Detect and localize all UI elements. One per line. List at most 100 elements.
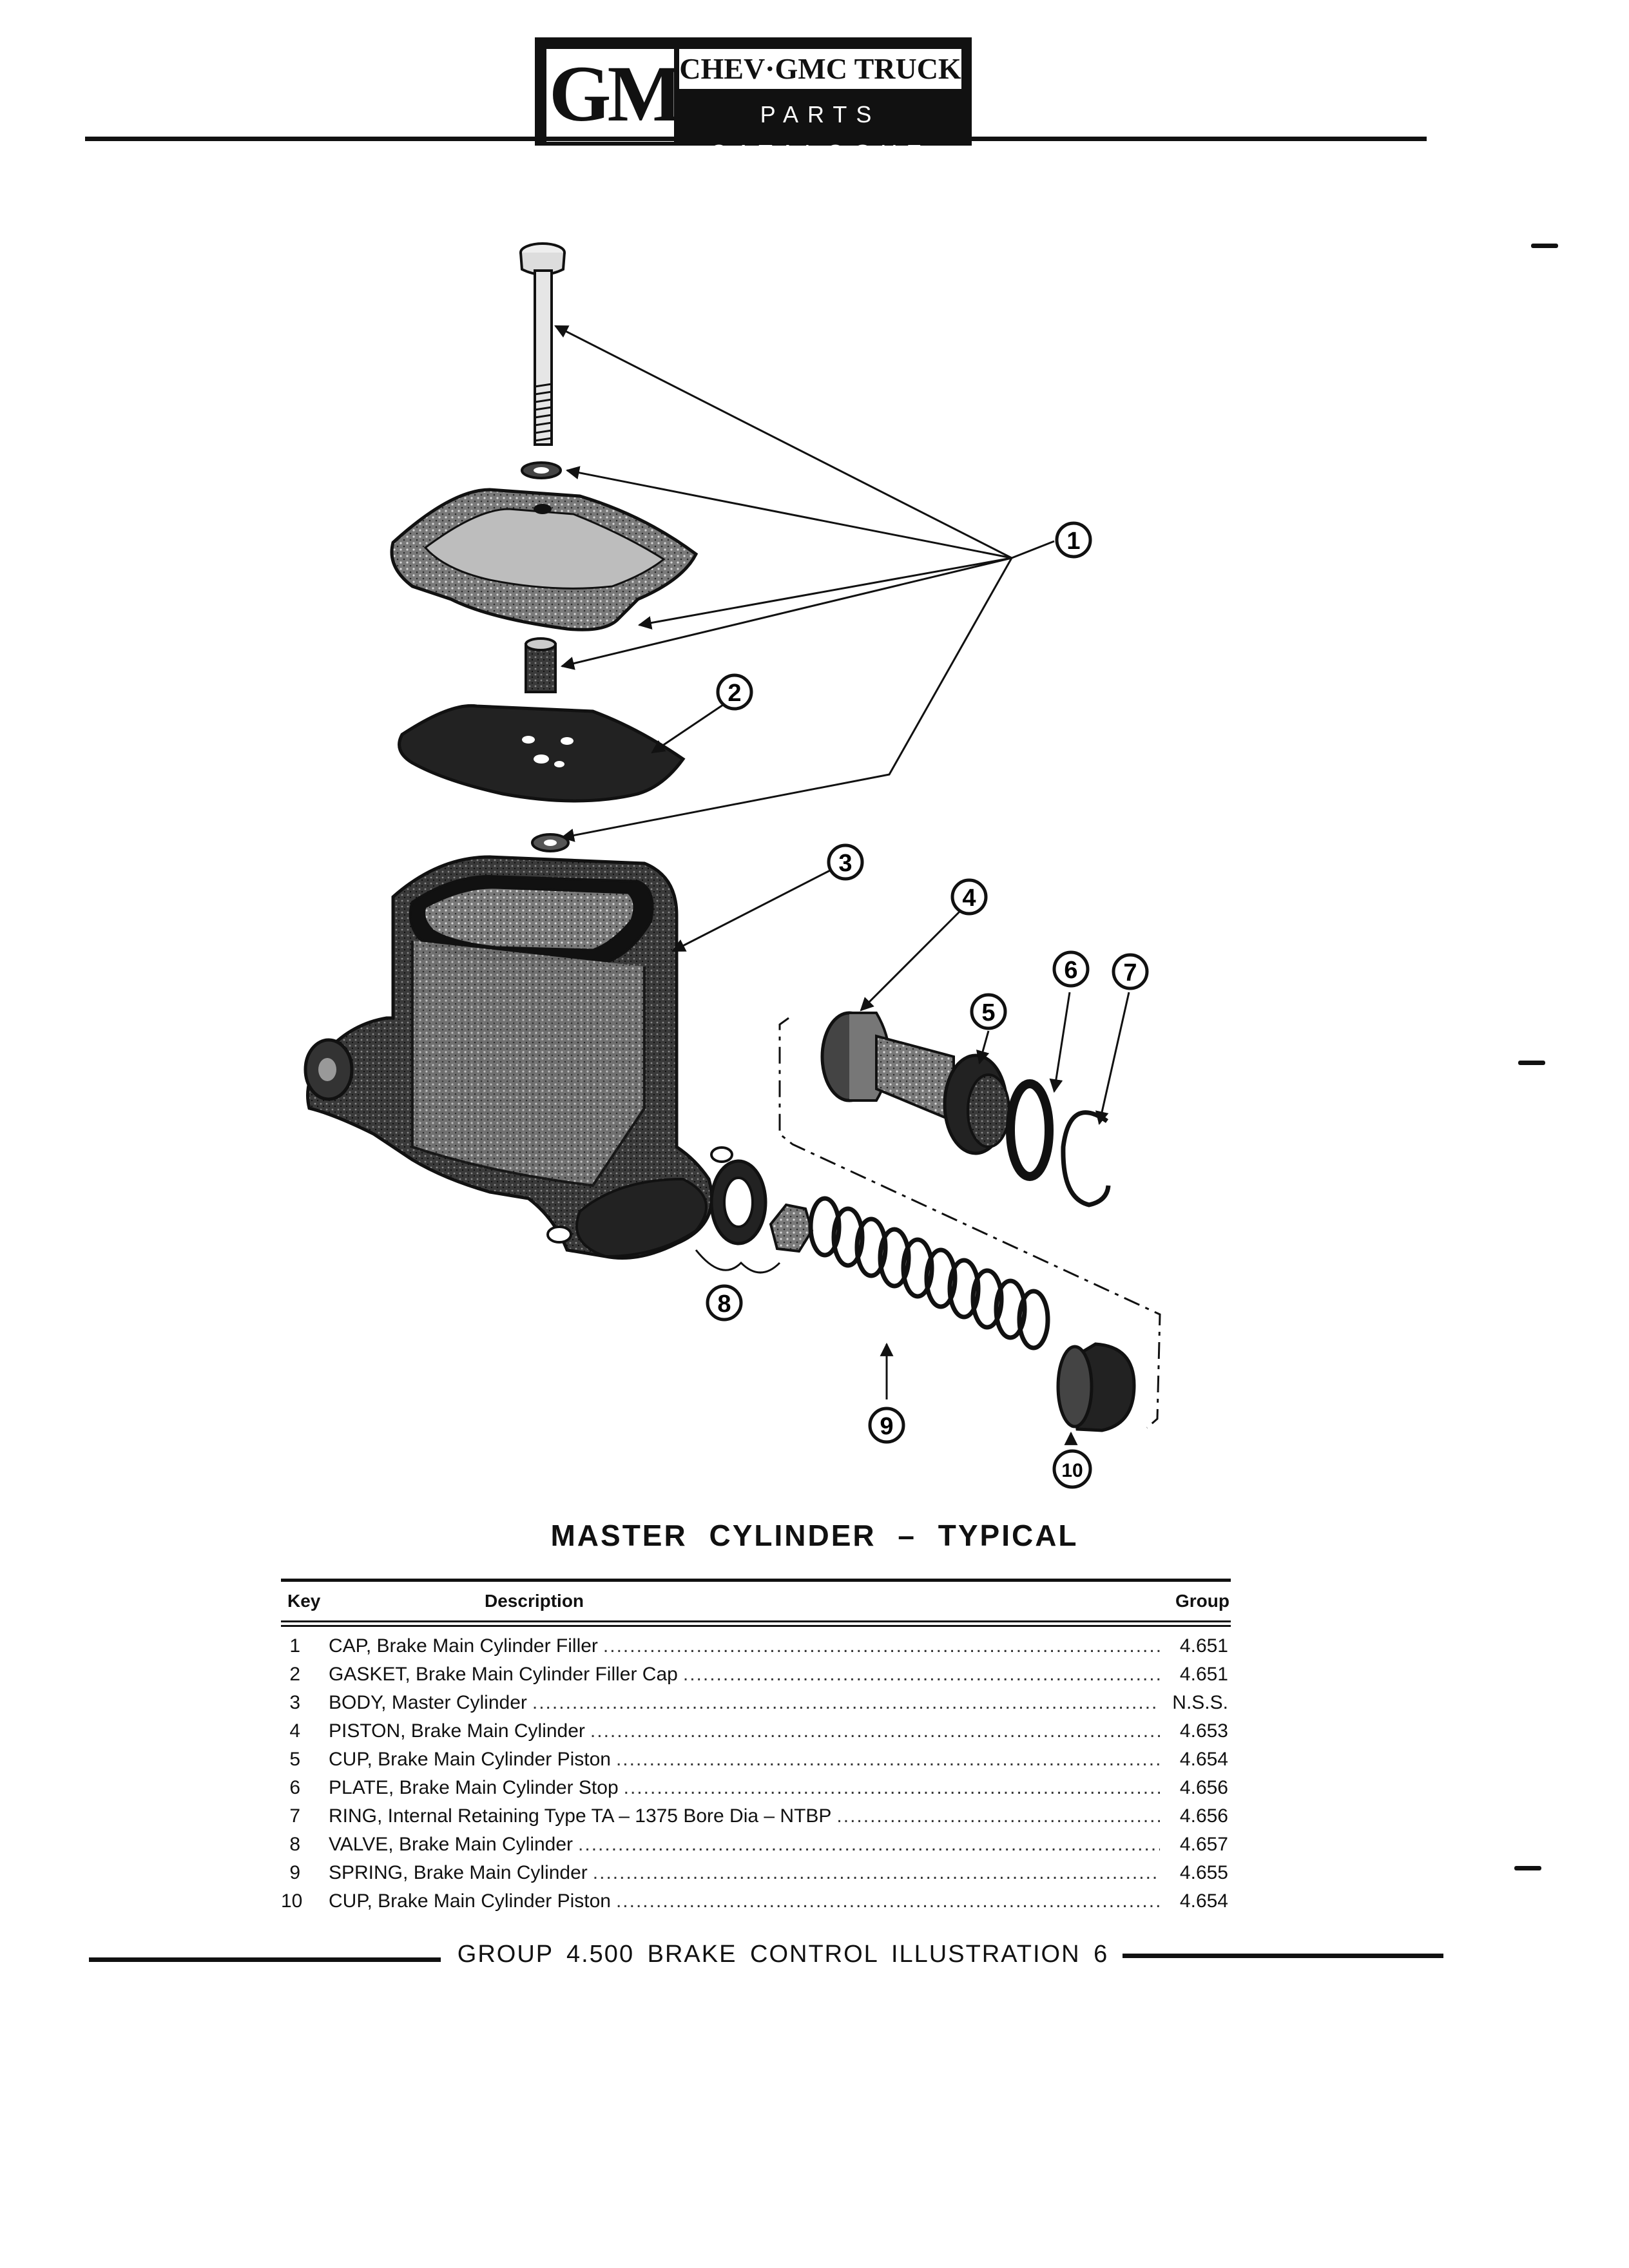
table-header: Key Description Group [281,1582,1231,1619]
column-header-group: Group [1175,1591,1229,1611]
dot-leader [578,1831,1160,1859]
callout-4: 4 [950,878,988,916]
table-row: 7 RING, Internal Retaining Type TA – 137… [281,1802,1231,1831]
callout-6-label: 6 [1064,957,1077,984]
dot-leader [590,1717,1160,1745]
row-group: N.S.S. [1172,1692,1228,1713]
row-key: 5 [289,1749,300,1770]
table-rule [281,1579,1231,1582]
table-rule [281,1625,1231,1627]
master-cylinder-body [304,855,733,1260]
callout-5-label: 5 [981,999,995,1026]
row-group: 4.654 [1179,1890,1228,1912]
spacer-sleeve [525,637,557,693]
row-description: PLATE, Brake Main Cylinder Stop [329,1777,619,1798]
footer-rule [89,1957,441,1962]
row-group: 4.651 [1179,1664,1228,1685]
footer-rule [1123,1954,1443,1958]
callout-10-label: 10 [1061,1460,1083,1481]
row-description: PISTON, Brake Main Cylinder [329,1720,585,1742]
row-description: BODY, Master Cylinder [329,1692,527,1713]
catalogue-header: GM CHEV·GMC TRUCK PARTS CATALOGUE [0,0,1629,166]
table-row: 8 VALVE, Brake Main Cylinder 4.657 [281,1831,1231,1859]
brand-line: CHEV·GMC TRUCK [679,49,961,89]
row-key: 6 [289,1777,300,1798]
callout-7-label: 7 [1123,959,1137,986]
callout-6: 6 [1052,950,1090,988]
callout-leaders [651,704,1130,1445]
filler-cap-bolt [519,242,566,446]
row-group: 4.654 [1179,1749,1228,1770]
table-row: 6 PLATE, Brake Main Cylinder Stop 4.656 [281,1774,1231,1802]
dot-leader [532,1689,1160,1717]
row-description: VALVE, Brake Main Cylinder [329,1834,574,1855]
footer-caption: GROUP 4.500 BRAKE CONTROL ILLUSTRATION 6 [457,1941,1109,1968]
check-valve [695,1159,814,1274]
diagram-title: MASTER CYLINDER – TYPICAL [550,1519,1079,1552]
row-description: GASKET, Brake Main Cylinder Filler Cap [329,1664,678,1685]
row-group: 4.656 [1179,1777,1228,1798]
callout-7: 7 [1112,953,1149,990]
piston-cup-primary [943,1053,1010,1155]
row-key: 1 [289,1635,300,1657]
callout-3: 3 [827,843,864,881]
row-key: 3 [289,1692,300,1713]
table-row: 1 CAP, Brake Main Cylinder Filler 4.651 [281,1632,1231,1660]
table-row: 4 PISTON, Brake Main Cylinder 4.653 [281,1717,1231,1745]
callout-8-label: 8 [717,1291,731,1318]
stop-plate [1006,1079,1054,1181]
callout-3-label: 3 [838,850,852,877]
table-row: 5 CUP, Brake Main Cylinder Piston 4.654 [281,1745,1231,1774]
dot-leader [624,1774,1160,1802]
exploded-diagram: 1 2 3 4 5 6 7 8 [0,155,1629,1495]
row-group: 4.656 [1179,1805,1228,1827]
dot-leader [683,1660,1160,1689]
row-group: 4.657 [1179,1834,1228,1855]
row-group: 4.651 [1179,1635,1228,1657]
row-group: 4.655 [1179,1862,1228,1883]
column-header-key: Key [287,1591,321,1611]
callout-1-leaders [554,325,1055,842]
callout-9-label: 9 [880,1413,893,1440]
master-cylinder-illustration: 1 2 3 4 5 6 7 8 [304,242,1161,1489]
callout-1-label: 1 [1066,528,1080,555]
callout-4-label: 4 [962,885,976,912]
dot-leader [616,1887,1160,1916]
dot-leader [603,1632,1160,1660]
margin-mark [1518,1061,1545,1065]
table-row: 2 GASKET, Brake Main Cylinder Filler Cap… [281,1660,1231,1689]
row-key: 10 [281,1890,303,1912]
piston [820,1011,955,1123]
row-key: 4 [289,1720,300,1742]
row-key: 2 [289,1664,300,1685]
row-description: CUP, Brake Main Cylinder Piston [329,1890,611,1912]
header-rule [85,137,1427,141]
piston-cup-secondary [1056,1342,1136,1432]
table-row: 9 SPRING, Brake Main Cylinder 4.655 [281,1859,1231,1887]
catalogue-line: PARTS CATALOGUE [709,101,931,166]
row-description: CUP, Brake Main Cylinder Piston [329,1749,611,1770]
assembly-guide-line [778,1017,1161,1429]
callout-8: 8 [706,1284,743,1321]
margin-mark [1531,244,1558,248]
row-description: SPRING, Brake Main Cylinder [329,1862,588,1883]
parts-table: Key Description Group 1 CAP, Brake Main … [281,1579,1231,1916]
filler-cap-cover [390,488,699,631]
callout-2-label: 2 [728,680,741,707]
gm-logo-box: GM CHEV·GMC TRUCK PARTS CATALOGUE [535,37,972,166]
callout-5: 5 [970,993,1007,1030]
row-group: 4.653 [1179,1720,1228,1742]
callout-2: 2 [716,673,753,711]
filler-cap-gasket [398,704,686,803]
dot-leader [616,1745,1160,1774]
table-row: 10 CUP, Brake Main Cylinder Piston 4.654 [281,1887,1231,1916]
row-key: 9 [289,1862,300,1883]
callout-10: 10 [1052,1449,1092,1489]
gm-logo-mark: GM [546,49,683,142]
retaining-ring [1061,1110,1111,1207]
dot-leader [836,1802,1160,1831]
row-description: RING, Internal Retaining Type TA – 1375 … [329,1805,832,1827]
row-description: CAP, Brake Main Cylinder Filler [329,1635,598,1657]
table-row: 3 BODY, Master Cylinder N.S.S. [281,1689,1231,1717]
callout-9: 9 [868,1407,905,1444]
